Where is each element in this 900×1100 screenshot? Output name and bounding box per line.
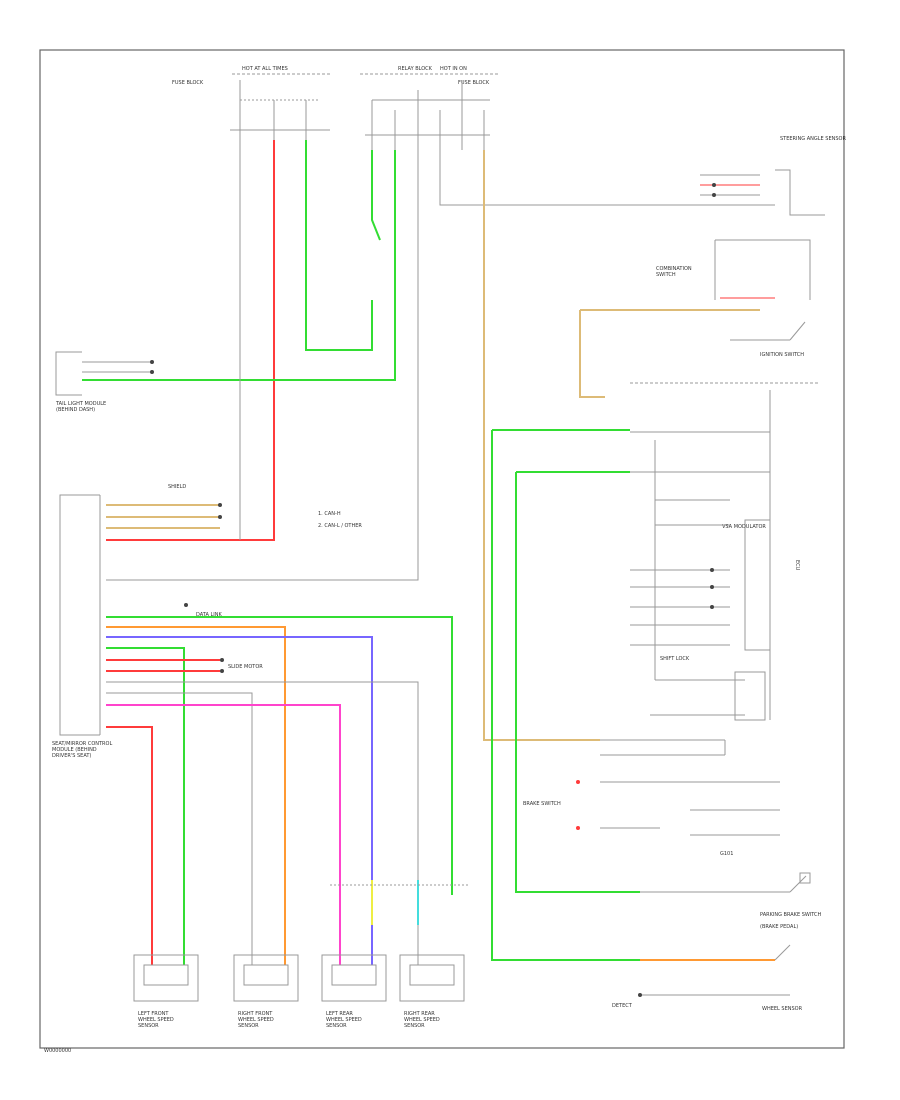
svg-text:RIGHT FRONT: RIGHT FRONT: [238, 1011, 273, 1017]
svg-text:SENSOR: SENSOR: [404, 1023, 425, 1029]
hot-at-all-times-label: HOT AT ALL TIMES: [242, 66, 288, 72]
svg-text:WHEEL SPEED: WHEEL SPEED: [404, 1017, 440, 1023]
wheel-sensor-lr: LEFT REAR WHEEL SPEED SENSOR: [321, 954, 387, 1029]
wire-green-rf: [106, 647, 185, 965]
wire-tan: [483, 150, 600, 741]
diagram-border: [39, 49, 845, 1049]
main-module-sub1: MODULE (BEHIND: [52, 747, 97, 753]
wire-green-b: [371, 150, 381, 241]
svg-text:WHEEL SPEED: WHEEL SPEED: [138, 1017, 174, 1023]
figure-id: W0000000: [44, 1048, 71, 1054]
wire-gray-c: [439, 150, 775, 206]
main-module-title: SEAT/MIRROR CONTROL: [52, 741, 112, 747]
wire-pink: [106, 704, 341, 965]
ecu-label: ECU: [794, 560, 800, 571]
fuse-block-b-label: FUSE BLOCK: [458, 80, 490, 86]
wires: [82, 140, 775, 965]
wheel-sensor-right-label: WHEEL SENSOR: [762, 1006, 803, 1012]
svg-text:WHEEL SPEED: WHEEL SPEED: [326, 1017, 362, 1023]
svg-text:SENSOR: SENSOR: [238, 1023, 259, 1029]
wheel-sensor-lf: LEFT FRONT WHEEL SPEED SENSOR: [133, 954, 199, 1029]
parking-brake-switch-label: PARKING BRAKE SWITCH: [760, 912, 822, 918]
note-can-h: 1. CAN-H: [318, 511, 341, 517]
tail-light-module-sub: (BEHIND DASH): [56, 407, 95, 413]
wire-red-lf: [106, 726, 153, 965]
note-can-l: 2. CAN-L / OTHER: [318, 523, 362, 529]
wire-green-c: [82, 150, 396, 381]
tail-light-module: TAIL LIGHT MODULE (BEHIND DASH): [55, 351, 154, 413]
wheel-sensor-rr: RIGHT REAR WHEEL SPEED SENSOR: [399, 954, 465, 1029]
wire-gray-b: [106, 150, 419, 581]
wire-green-data: [106, 616, 453, 895]
fuse-block-a-label: FUSE BLOCK: [172, 80, 204, 86]
combination-switch-sub: SWITCH: [656, 272, 676, 278]
wire-red-power: [106, 140, 275, 541]
svg-text:WHEEL SPEED: WHEEL SPEED: [238, 1017, 274, 1023]
ignition-switch-label: IGNITION SWITCH: [760, 352, 804, 358]
wire-orange: [106, 626, 286, 965]
vsa-label: VSA MODULATOR: [722, 524, 766, 530]
parking-brake-sub: (BRAKE PEDAL): [760, 924, 798, 930]
main-module-sub2: DRIVER'S SEAT): [52, 753, 91, 759]
shift-lock-label: SHIFT LOCK: [660, 656, 690, 662]
wire-green-right-c: [515, 472, 640, 893]
svg-text:RIGHT REAR: RIGHT REAR: [404, 1011, 435, 1017]
slide-motor-label: SLIDE MOTOR: [228, 664, 263, 670]
svg-text:SENSOR: SENSOR: [138, 1023, 159, 1029]
svg-text:SENSOR: SENSOR: [326, 1023, 347, 1029]
wheel-sensor-rf: RIGHT FRONT WHEEL SPEED SENSOR: [233, 954, 299, 1029]
steering-sensor-label: STEERING ANGLE SENSOR: [780, 136, 846, 142]
wire-tan-b: [579, 310, 605, 398]
relay-block-label: RELAY BLOCK: [398, 66, 433, 72]
detect-label: DETECT: [612, 1003, 633, 1009]
svg-text:LEFT REAR: LEFT REAR: [326, 1011, 353, 1017]
hot-in-on-label: HOT IN ON: [440, 66, 467, 72]
right-components: STEERING ANGLE SENSOR COMBINATION SWITCH…: [523, 136, 846, 1012]
combination-switch-label: COMBINATION: [656, 266, 692, 272]
top-fuse-block-area: FUSE BLOCK HOT AT ALL TIMES RELAY BLOCK …: [172, 66, 500, 150]
wire-green-right-a: [491, 430, 640, 961]
shield-label: SHIELD: [168, 484, 186, 490]
svg-text:LEFT FRONT: LEFT FRONT: [138, 1011, 169, 1017]
data-link-label: DATA LINK: [196, 612, 222, 618]
wire-green-a: [305, 140, 373, 351]
seat-mirror-control-module: SEAT/MIRROR CONTROL MODULE (BEHIND DRIVE…: [52, 484, 362, 759]
wheel-sensors: LEFT FRONT WHEEL SPEED SENSOR RIGHT FRON…: [133, 884, 470, 1029]
wire-gray-d: [106, 681, 419, 965]
tail-light-module-label: TAIL LIGHT MODULE: [55, 401, 106, 407]
wire-gray-e: [106, 692, 253, 965]
wire-blue: [106, 636, 373, 965]
ground-ref-label: G101: [720, 851, 733, 857]
brake-switch-label: BRAKE SWITCH: [523, 801, 561, 807]
